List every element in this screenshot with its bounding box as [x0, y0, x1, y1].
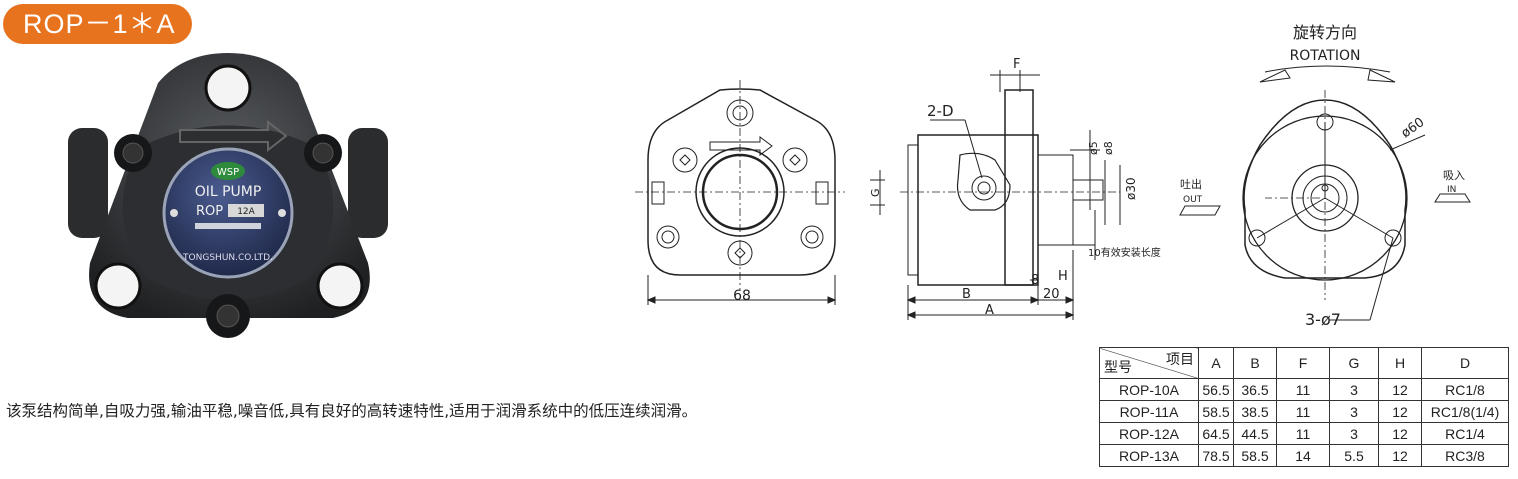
col-header-A: A	[1198, 347, 1234, 379]
bolt-icon	[304, 134, 342, 172]
dim-A: A	[985, 303, 994, 318]
cell-H: 12	[1378, 422, 1422, 445]
table-row: ROP-11A 58.5 38.5 11 3 12 RC1/8(1/4)	[1099, 400, 1509, 423]
dim-8: 8	[1031, 273, 1039, 288]
outlet-label-en: OUT	[1183, 195, 1203, 205]
cell-model: ROP-12A	[1099, 422, 1199, 445]
table-row: ROP-10A 56.5 36.5 11 3 12 RC1/8	[1099, 378, 1509, 401]
rotation-label-en: ROTATION	[1290, 48, 1361, 64]
dim-dia8: ø8	[1102, 141, 1115, 155]
cell-F: 11	[1276, 400, 1330, 423]
rotation-view-drawing	[1179, 65, 1471, 321]
col-header-B: B	[1233, 347, 1277, 379]
plate-model-value: 12A	[237, 207, 255, 217]
dim-dia60: ø60	[1399, 115, 1428, 141]
spec-table-header: 项目 型号 A B F G H D	[1099, 347, 1509, 379]
dim-dia30: ø30	[1124, 177, 1138, 200]
col-header-G: G	[1329, 347, 1379, 379]
cell-F: 11	[1276, 378, 1330, 401]
cell-H: 12	[1378, 400, 1422, 423]
cell-G: 3	[1329, 422, 1379, 445]
dim-H: H	[1058, 269, 1068, 284]
cell-G: 3	[1329, 400, 1379, 423]
spec-table: 项目 型号 A B F G H D ROP-10A 56.5 36.5 11 3…	[1099, 347, 1509, 467]
dim-2-D: 2-D	[927, 102, 954, 120]
table-row: ROP-12A 64.5 44.5 11 3 12 RC1/4	[1099, 422, 1509, 445]
cell-G: 5.5	[1329, 444, 1379, 467]
cell-model: ROP-11A	[1099, 400, 1199, 423]
table-row: ROP-13A 78.5 58.5 14 5.5 12 RC3/8	[1099, 444, 1509, 467]
cell-H: 12	[1378, 378, 1422, 401]
col-header-F: F	[1276, 347, 1330, 379]
dim-3-holes: 3-ø7	[1305, 310, 1341, 329]
inlet-label-cn: 吸入	[1443, 169, 1465, 182]
header-model-label: 型号	[1104, 359, 1132, 375]
cell-F: 11	[1276, 422, 1330, 445]
dim-20: 20	[1043, 287, 1060, 302]
cell-G: 3	[1329, 378, 1379, 401]
plate-model-prefix: ROP	[196, 204, 223, 219]
cell-D: RC1/4	[1421, 422, 1509, 445]
cell-H: 12	[1378, 444, 1422, 467]
bolt-icon	[114, 134, 152, 172]
cell-B: 44.5	[1233, 422, 1277, 445]
technical-drawings: 68 F 2-D G ø5 ø8 ø30 10有效安装长度 8 H B 20 A	[635, 23, 1471, 329]
bolt-icon	[206, 294, 250, 338]
pump-photo: WSP OIL PUMP ROP 12A TONGSHUN.CO.LTD.	[68, 53, 388, 338]
side-view-drawing	[870, 70, 1121, 320]
cell-B: 58.5	[1233, 444, 1277, 467]
col-header-D: D	[1421, 347, 1509, 379]
table-corner-header: 项目 型号	[1099, 347, 1199, 379]
dim-B: B	[962, 287, 971, 302]
front-view-drawing	[635, 80, 845, 305]
product-description: 该泵结构简单,自吸力强,输油平稳,噪音低,具有良好的高转速特性,适用于润滑系统中…	[6, 402, 698, 420]
cell-D: RC3/8	[1421, 444, 1509, 467]
cell-A: 58.5	[1198, 400, 1234, 423]
brand-label: WSP	[217, 167, 239, 178]
rotation-label-cn: 旋转方向	[1293, 23, 1357, 42]
cell-B: 36.5	[1233, 378, 1277, 401]
cell-B: 38.5	[1233, 400, 1277, 423]
cell-A: 64.5	[1198, 422, 1234, 445]
dim-install-length: 10有效安装长度	[1088, 246, 1161, 259]
col-header-H: H	[1378, 347, 1422, 379]
dim-68: 68	[733, 288, 751, 304]
cell-A: 78.5	[1198, 444, 1234, 467]
product-title-badge: ROP－1＊A	[3, 4, 192, 44]
header-item-label: 项目	[1166, 351, 1194, 367]
dim-F: F	[1013, 57, 1020, 72]
plate-product-label: OIL PUMP	[195, 184, 262, 200]
plate-maker-label: TONGSHUN.CO.LTD.	[182, 253, 273, 263]
cell-F: 14	[1276, 444, 1330, 467]
cell-model: ROP-10A	[1099, 378, 1199, 401]
dim-dia5: ø5	[1087, 141, 1100, 155]
cell-A: 56.5	[1198, 378, 1234, 401]
cell-model: ROP-13A	[1099, 444, 1199, 467]
cell-D: RC1/8(1/4)	[1421, 400, 1509, 423]
outlet-label-cn: 吐出	[1180, 177, 1202, 191]
inlet-label-en: IN	[1447, 185, 1456, 195]
cell-D: RC1/8	[1421, 378, 1509, 401]
dim-G: G	[869, 188, 882, 197]
